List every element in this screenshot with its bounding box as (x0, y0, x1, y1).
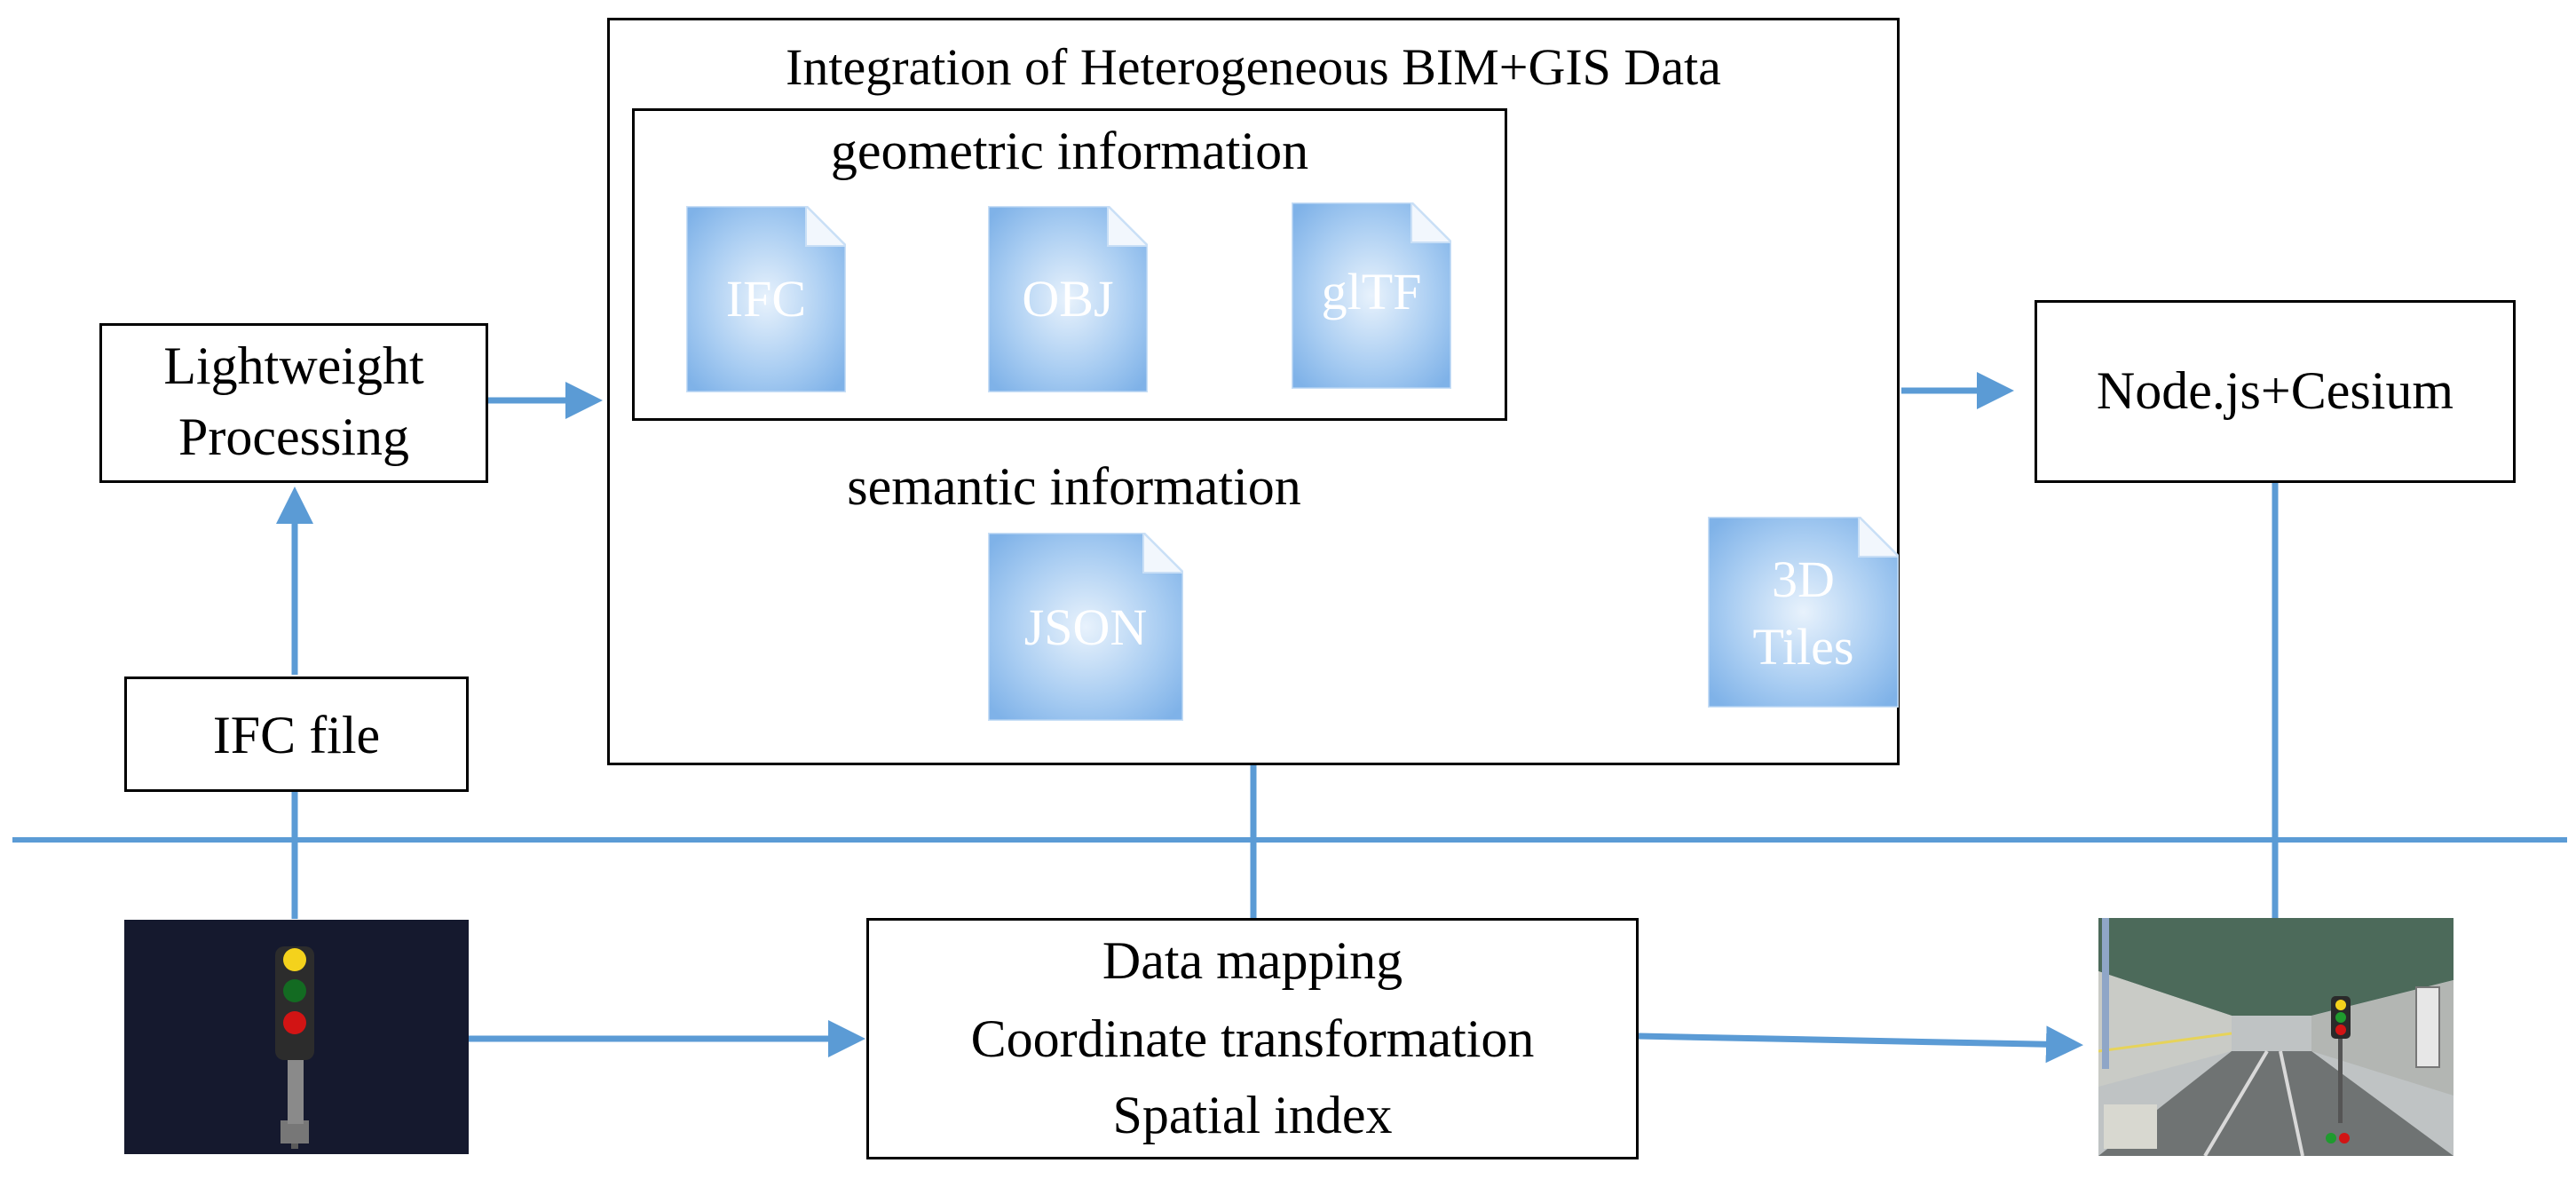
doc-label-tiles: Tiles (1752, 618, 1854, 676)
doc-icon-3d-tiles: 3D Tiles (1708, 517, 1899, 708)
doc-icon-json: JSON (988, 533, 1183, 721)
mapping-line3: Spatial index (1112, 1086, 1393, 1144)
node-cesium-label: Node.js+Cesium (2096, 361, 2454, 420)
lightweight-line2: Processing (178, 408, 409, 466)
doc-label-obj: OBJ (1022, 270, 1114, 328)
mapping-line2: Coordinate transformation (970, 1009, 1535, 1068)
doc-label-gltf: glTF (1321, 263, 1422, 320)
ifc-file-label: IFC file (212, 706, 381, 764)
doc-icon-obj: OBJ (988, 206, 1148, 392)
ifc-file-box (124, 677, 469, 792)
doc-label-ifc: IFC (725, 270, 807, 328)
node-cesium-box (2035, 300, 2516, 483)
doc-label-json: JSON (1023, 598, 1148, 656)
doc-label-3d: 3D (1772, 550, 1835, 608)
doc-icon-gltf: glTF (1292, 202, 1451, 389)
geometric-title: geometric information (830, 122, 1309, 180)
data-mapping-box (866, 918, 1639, 1159)
lightweight-line1: Lightweight (163, 336, 424, 395)
signal-model-image (124, 920, 469, 1154)
integration-title: Integration of Heterogeneous BIM+GIS Dat… (786, 38, 1721, 96)
lightweight-box (99, 323, 488, 483)
semantic-title: semantic information (847, 457, 1301, 516)
arrow-mapping-to-screenshot (1638, 1025, 2083, 1064)
cesium-screenshot-image (2098, 918, 2454, 1156)
doc-icon-ifc: IFC (686, 206, 846, 392)
mapping-line1: Data mapping (1102, 931, 1403, 990)
